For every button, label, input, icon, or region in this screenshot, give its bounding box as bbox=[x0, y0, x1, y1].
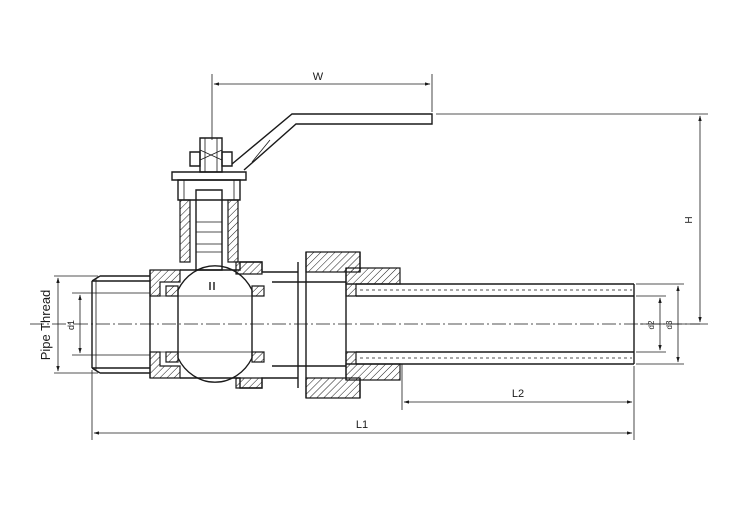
dimension-w bbox=[211, 74, 433, 140]
label-w: W bbox=[313, 71, 324, 83]
label-l2: L2 bbox=[512, 388, 524, 400]
dimension-d3 bbox=[636, 283, 684, 365]
dimension-l2 bbox=[401, 364, 635, 440]
dimension-l1 bbox=[91, 370, 633, 440]
pipe bbox=[356, 283, 635, 365]
union-nut bbox=[272, 251, 401, 399]
label-l1: L1 bbox=[356, 419, 368, 431]
stem-bonnet bbox=[171, 137, 247, 271]
threaded-end bbox=[91, 275, 150, 374]
valve-body bbox=[149, 261, 298, 389]
dimension-d2 bbox=[636, 295, 666, 353]
dimension-d1 bbox=[72, 292, 92, 356]
label-d1: d1 bbox=[66, 320, 76, 330]
label-pipe-thread: Pipe Thread bbox=[38, 290, 53, 361]
label-d2: d2 bbox=[647, 320, 656, 329]
handle-lever bbox=[231, 113, 433, 171]
label-h: H bbox=[684, 216, 695, 223]
label-d3: d3 bbox=[665, 320, 674, 329]
dimension-h bbox=[436, 113, 708, 325]
ball bbox=[160, 265, 265, 383]
dimension-pipe-thread bbox=[54, 275, 98, 374]
